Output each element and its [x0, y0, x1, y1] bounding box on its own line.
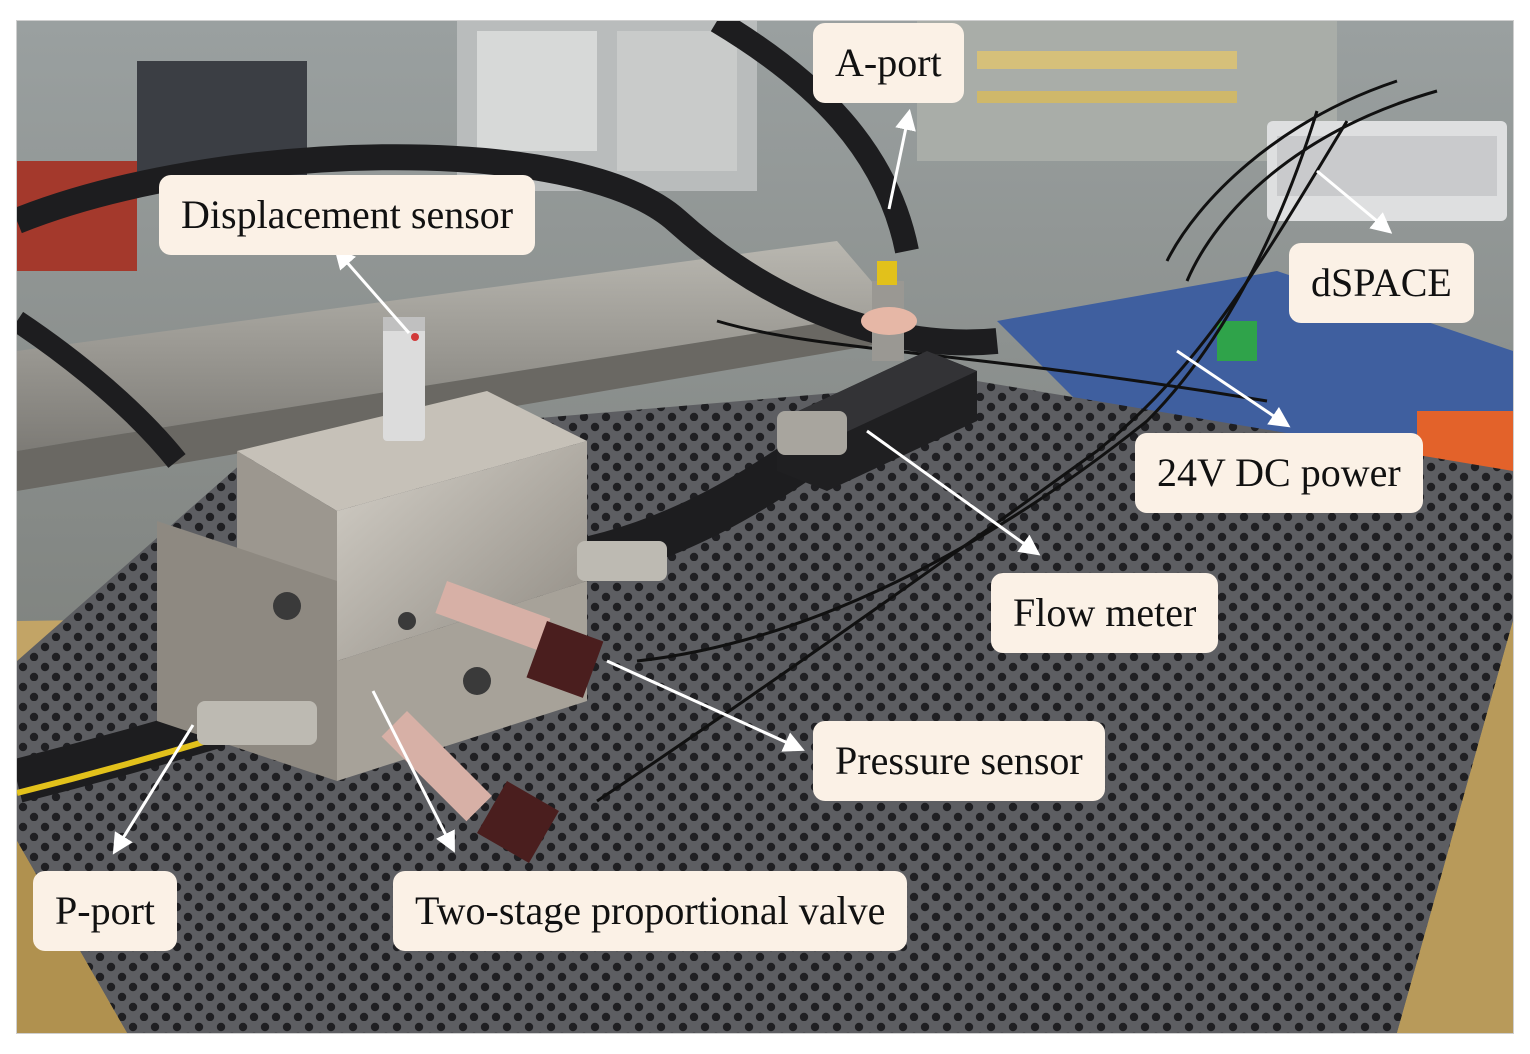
- label-valve: Two-stage proportional valve: [393, 871, 908, 951]
- arrow-flow-meter: [866, 429, 1041, 556]
- label-pressure-sensor: Pressure sensor: [813, 721, 1105, 801]
- label-dc-power: 24V DC power: [1135, 433, 1423, 513]
- label-p-port: P-port: [33, 871, 177, 951]
- hose-left: [17, 311, 186, 468]
- green-connector: [1217, 321, 1257, 361]
- label-dspace: dSPACE: [1289, 243, 1474, 323]
- arrow-a-port: [887, 108, 916, 210]
- rail: [17, 241, 897, 451]
- valve-top: [237, 391, 587, 511]
- displacement-sensor: [383, 321, 425, 441]
- test-bench-photo: [17, 21, 1513, 1033]
- arrow-displacement-sensor: [334, 247, 411, 334]
- label-flow-meter: Flow meter: [991, 573, 1219, 653]
- arrow-valve: [371, 690, 455, 853]
- hose-a-port: [710, 21, 919, 254]
- photo-frame: A-port Displacement sensor dSPACE 24V DC…: [16, 20, 1514, 1034]
- arrow-dspace: [1316, 169, 1393, 234]
- arrow-dc-power: [1176, 349, 1291, 428]
- arrow-pressure-sensor: [606, 659, 805, 752]
- cables: [596, 79, 1438, 803]
- annotation-arrows: [112, 108, 1393, 855]
- pressure-sensor-upper: [435, 581, 604, 698]
- valve-front-upper: [337, 441, 587, 661]
- label-displacement-sensor: Displacement sensor: [159, 175, 536, 255]
- label-a-port: A-port: [813, 23, 964, 103]
- pressure-sensor-lower: [381, 711, 559, 863]
- p-port-fitting: [197, 701, 317, 745]
- arrow-p-port: [112, 724, 195, 855]
